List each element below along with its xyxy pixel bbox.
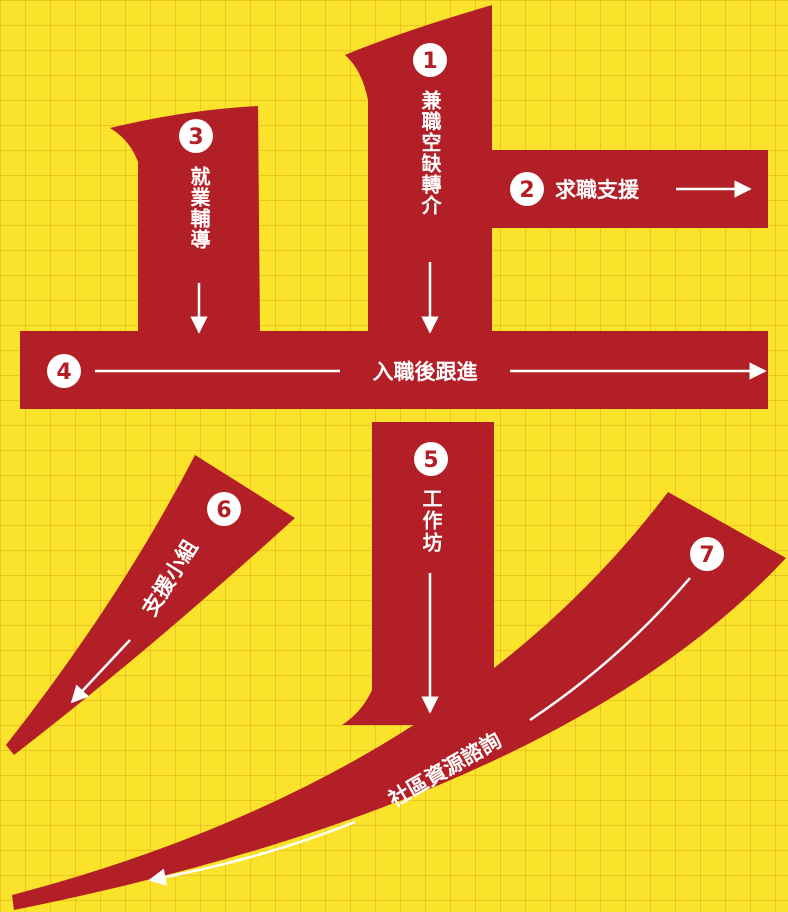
svg-text:1: 1 [422, 49, 437, 74]
step-5-label: 工作坊 [419, 488, 443, 554]
step-3-label: 就業輔導 [187, 165, 211, 250]
step-5-badge: 5 [414, 442, 448, 476]
stroke-7-sweep [12, 492, 786, 910]
arrow-step-7-upper [529, 577, 691, 722]
svg-text:3: 3 [188, 125, 203, 150]
step-1-badge: 1 [413, 43, 447, 77]
step-6-badge: 6 [207, 492, 241, 526]
stroke-5-vertical [342, 422, 494, 725]
step-7-badge: 7 [690, 537, 724, 571]
step-2-label: 求職支援 [555, 178, 640, 202]
step-3-badge: 3 [179, 119, 213, 153]
step-1-label: 兼職空缺轉介 [418, 89, 442, 216]
step-2-badge: 2 [510, 172, 544, 206]
stroke-6-diagonal [6, 455, 295, 755]
stroke-3-vertical [110, 106, 260, 335]
svg-text:6: 6 [216, 498, 231, 523]
arrow-step-7-lower [148, 820, 356, 886]
step-4-label: 入職後跟進 [373, 360, 478, 384]
arrow-step-6 [70, 639, 131, 704]
svg-text:5: 5 [423, 448, 438, 473]
stroke-1-vertical [345, 5, 492, 335]
svg-text:2: 2 [519, 178, 534, 203]
svg-text:4: 4 [56, 360, 71, 385]
step-4-badge: 4 [47, 354, 81, 388]
svg-text:7: 7 [699, 543, 714, 568]
